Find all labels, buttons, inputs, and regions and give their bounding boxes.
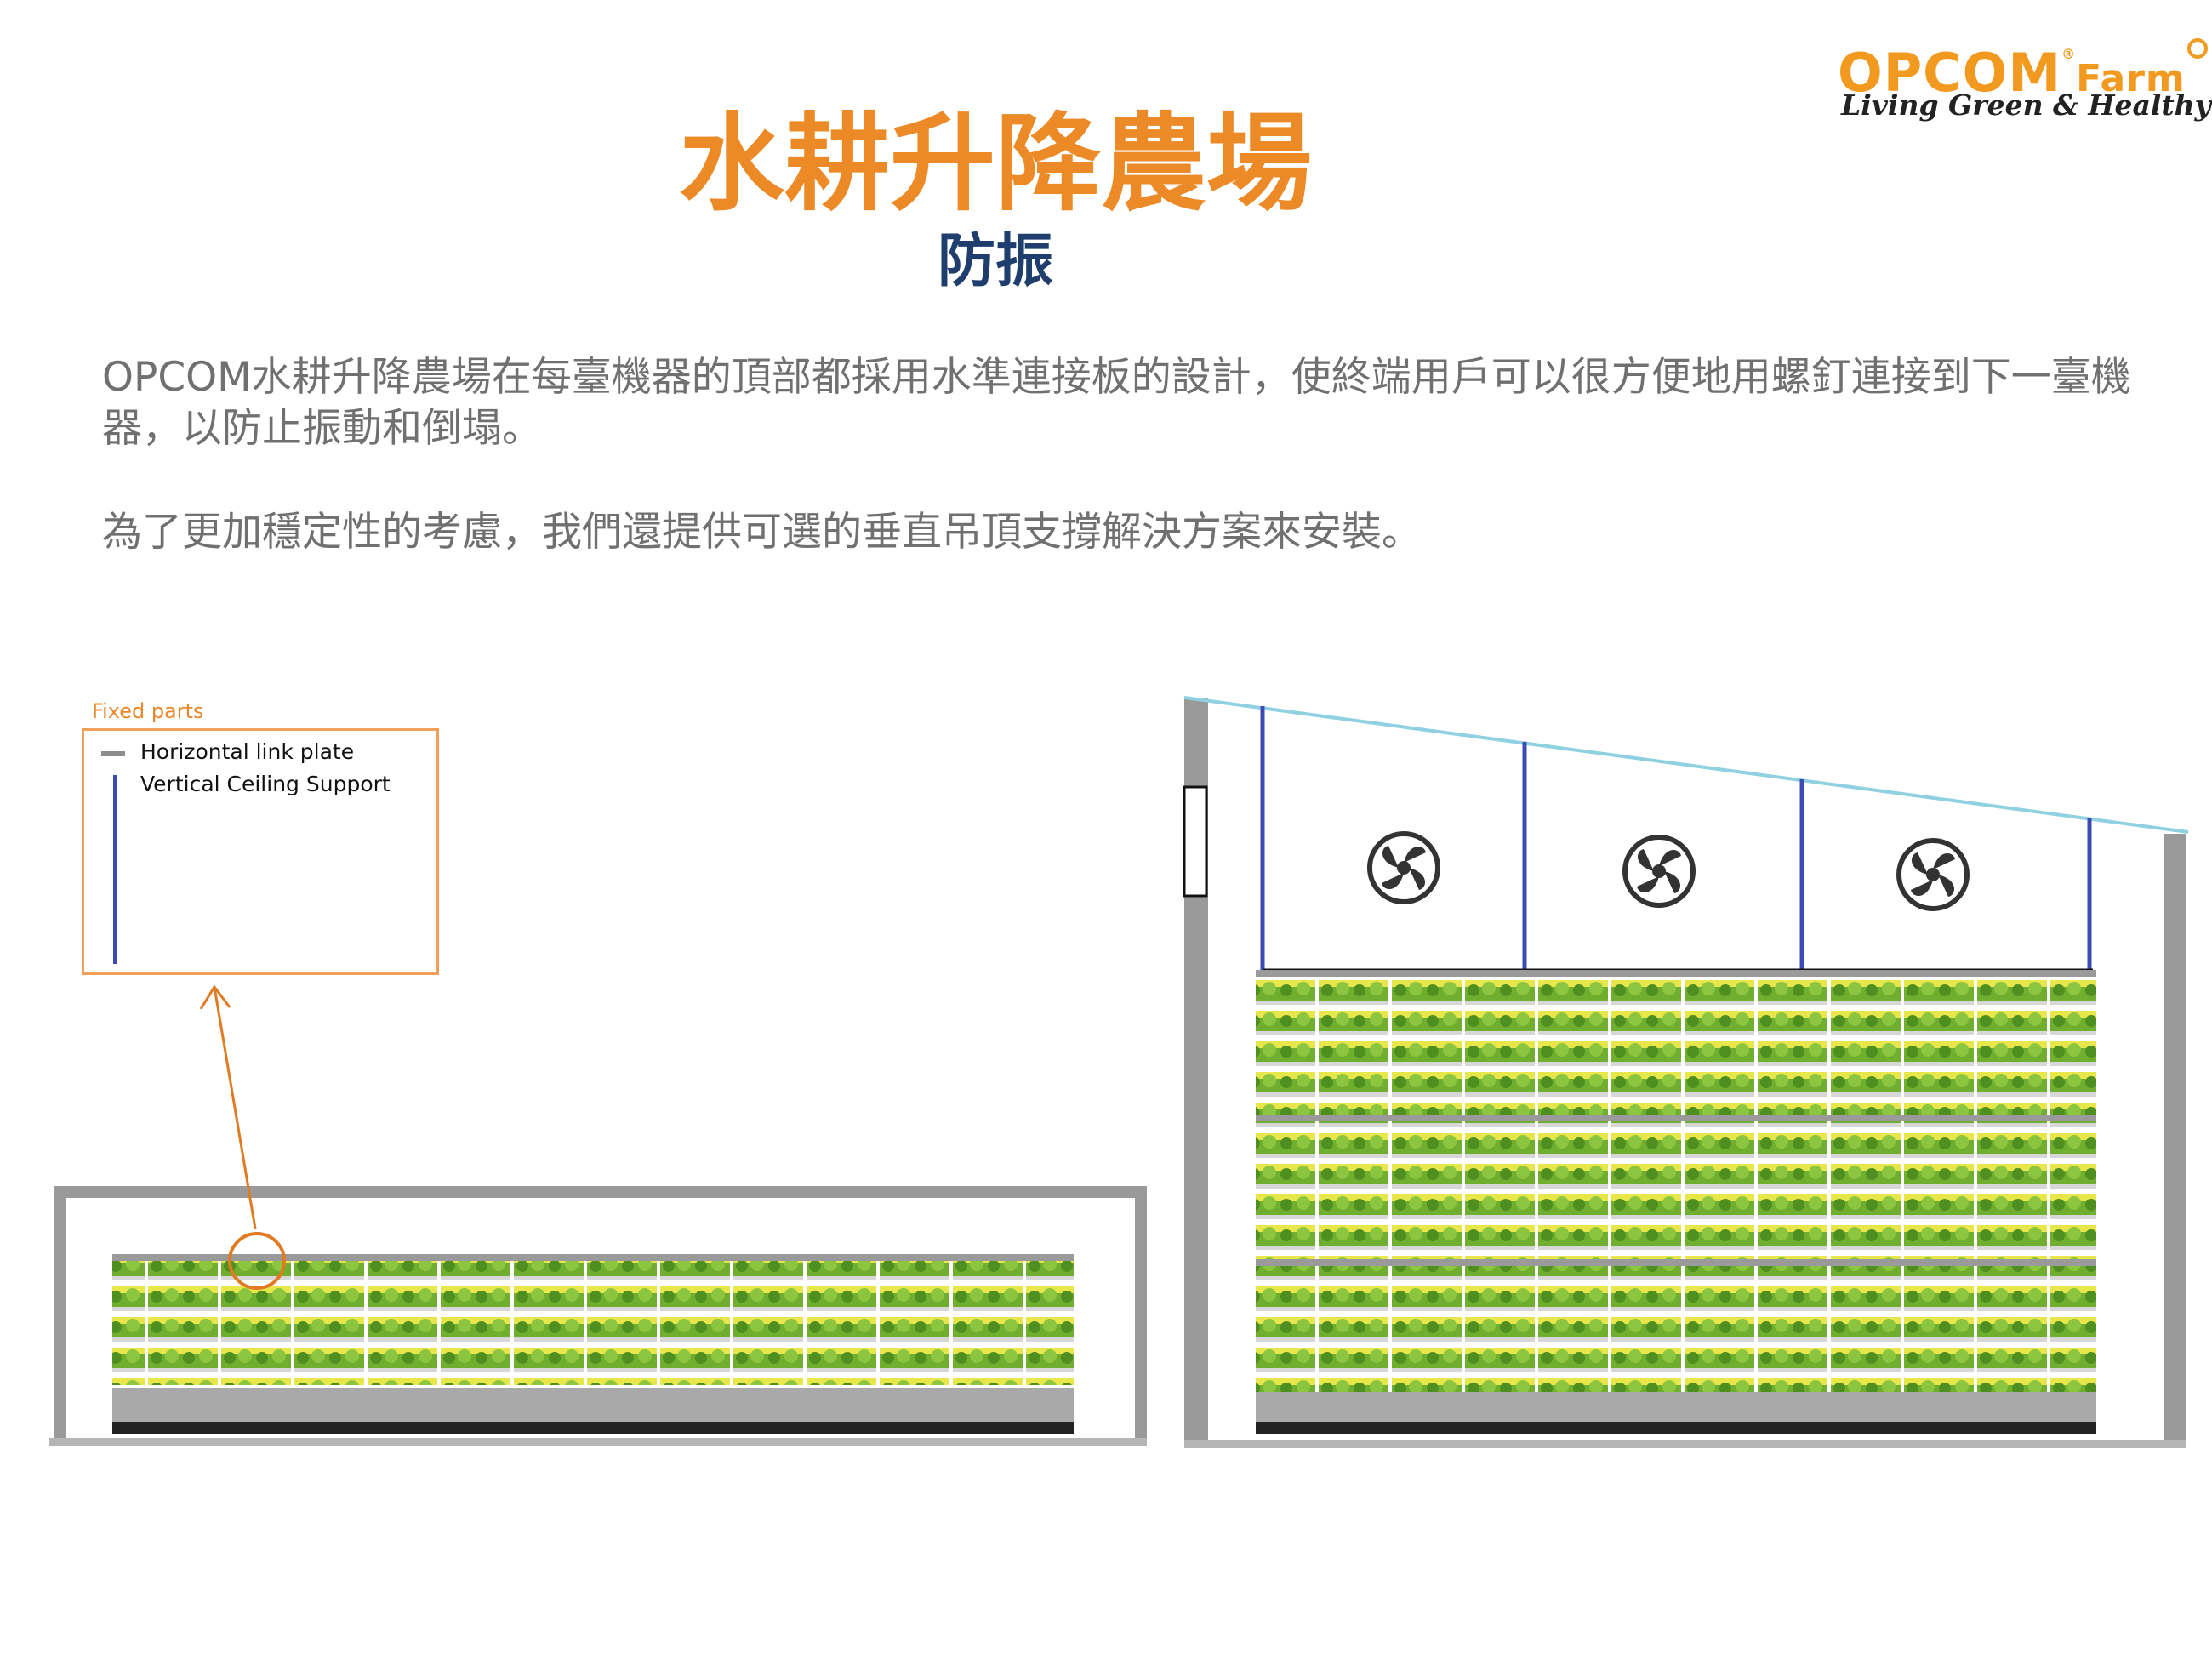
leaf-icon (2186, 38, 2208, 59)
paragraph-2: 為了更加穩定性的考慮，我們還提供可選的垂直吊頂支撐解決方案來安裝。 (102, 509, 1422, 556)
legend-item-vertical: Vertical Ceiling Support (140, 772, 391, 796)
highlight-circle-icon (228, 1232, 286, 1290)
opcom-farm-logo: OPCOM®Farm Living Green & Healthy (1838, 24, 2211, 122)
right-room (1183, 696, 2189, 1448)
vertical-ceiling-support-swatch (113, 775, 117, 964)
arrow-icon (199, 984, 257, 1229)
horizontal-link-plate-swatch (101, 751, 125, 756)
logo-sub: Farm (2076, 57, 2186, 100)
logo-tagline: Living Green & Healthy (1841, 88, 2211, 122)
page-title: 水耕升降農場 (678, 103, 1312, 225)
legend-item-horizontal: Horizontal link plate (140, 739, 355, 764)
paragraph-1: OPCOM水耕升降農場在每臺機器的頂部都採用水準連接板的設計，使終端用戶可以很方… (102, 354, 2131, 452)
left-room (49, 1186, 1147, 1446)
legend-title: Fixed parts (92, 699, 204, 723)
fan-icon (1622, 835, 1696, 908)
fan-icon (1896, 838, 1970, 911)
page-subtitle: 防振 (937, 227, 1053, 295)
left-farm-units (112, 1254, 1074, 1434)
logo-brand: OPCOM®Farm (1838, 24, 2208, 110)
legend-box: Horizontal link plate Vertical Ceiling S… (82, 728, 439, 975)
right-farm-wall (1256, 970, 2096, 1434)
fan-icon (1367, 831, 1440, 904)
